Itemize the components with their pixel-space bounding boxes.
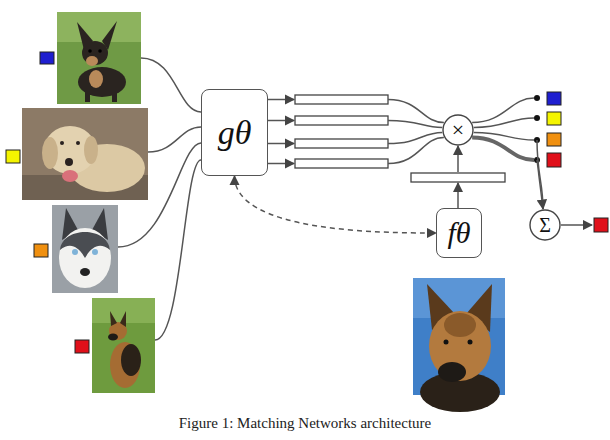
connector	[268, 100, 444, 164]
sum-circle: Σ	[529, 209, 561, 241]
connector-segment	[388, 121, 442, 128]
class-swatch	[75, 340, 89, 353]
connector-segment	[537, 160, 543, 209]
embedding-function-box: fθ	[436, 208, 482, 258]
connector-segment	[457, 183, 459, 208]
node-label: fθ	[447, 218, 470, 248]
connector-segment	[457, 146, 459, 172]
connector-segment	[268, 163, 294, 165]
connector	[235, 176, 437, 233]
node-label: ×	[452, 119, 464, 141]
connector-segment	[388, 138, 444, 164]
support-image	[92, 298, 155, 393]
class-swatch	[34, 244, 48, 257]
class-swatch	[6, 150, 20, 163]
connector-segment	[268, 143, 294, 145]
query-image	[413, 278, 505, 412]
class-swatch	[547, 92, 608, 232]
node-label: Σ	[539, 215, 551, 235]
connector-segment	[235, 176, 437, 233]
connector-segment	[388, 133, 442, 144]
node-label: gθ	[218, 116, 252, 150]
connector-segment	[388, 100, 444, 123]
support-image	[57, 12, 141, 104]
connector-segment	[268, 120, 294, 122]
connector-segment	[537, 140, 543, 209]
connector-segment	[268, 99, 294, 101]
embedding-function-box: gθ	[201, 89, 268, 176]
output-arrow	[561, 224, 592, 226]
figure-caption: Figure 1: Matching Networks architecture	[0, 415, 610, 432]
connector-segment	[474, 118, 534, 128]
support-image	[52, 205, 118, 293]
input-wire	[118, 58, 201, 340]
support-image	[22, 108, 148, 200]
class-swatch	[40, 52, 54, 64]
product-circle: ×	[442, 114, 474, 146]
connector	[458, 146, 459, 208]
connector-segment	[472, 138, 534, 161]
connector	[472, 98, 543, 209]
